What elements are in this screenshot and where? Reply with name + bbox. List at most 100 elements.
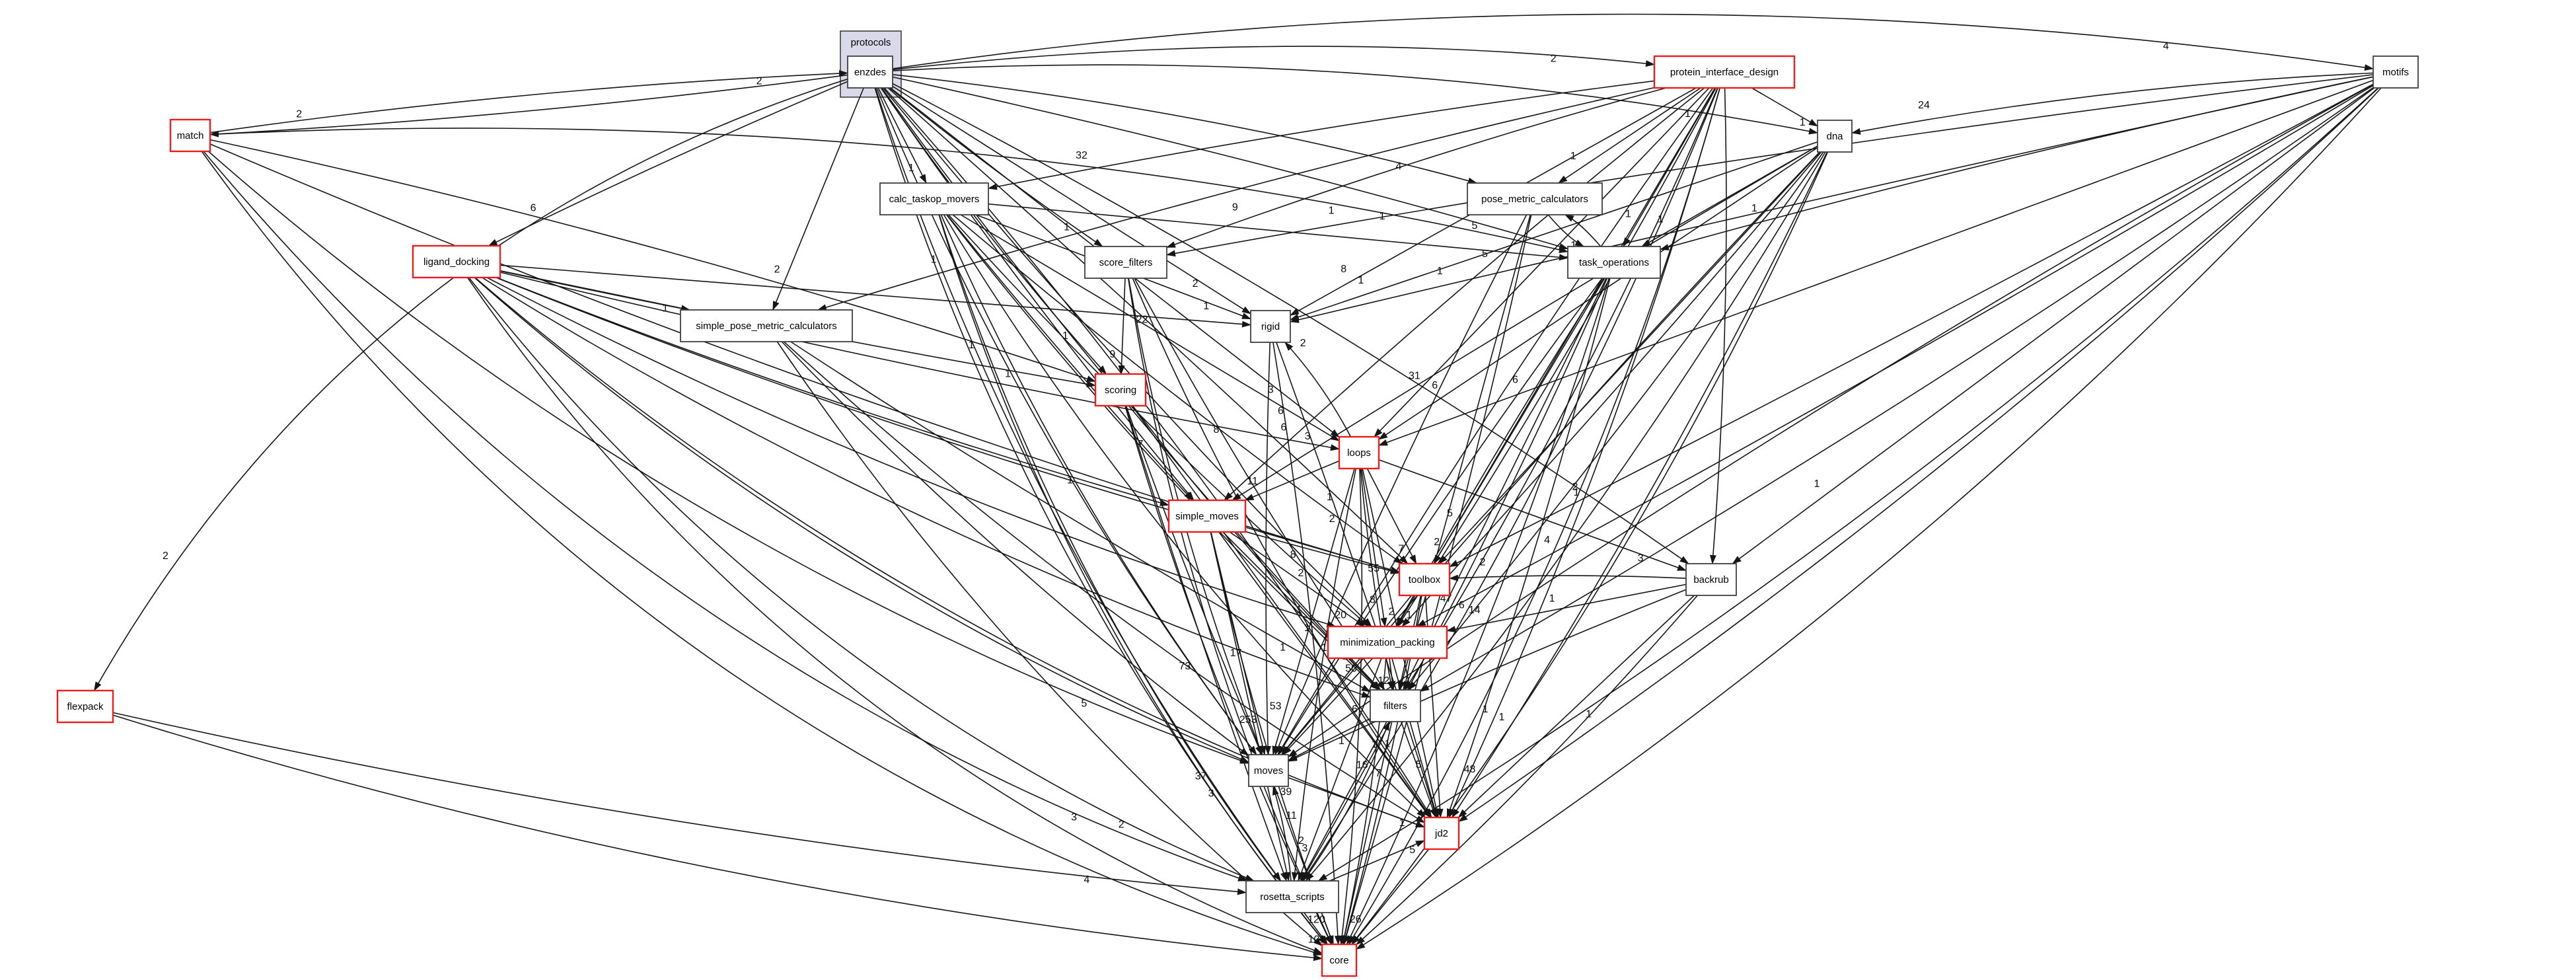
edge-motifs-to-filters <box>1420 87 2374 692</box>
node-motifs[interactable]: motifs <box>2373 56 2419 89</box>
edge-minimization_packing-to-jd2 <box>1391 658 1438 818</box>
node-score_filters[interactable]: score_filters <box>1084 246 1167 279</box>
edge-task_operations-to-moves <box>1278 278 1603 755</box>
node-simple_moves-box[interactable] <box>1167 499 1247 533</box>
node-minimization_packing[interactable]: minimization_packing <box>1327 625 1448 660</box>
edge-count-label: 1 <box>1339 735 1344 747</box>
node-toolbox[interactable]: toolbox <box>1398 562 1451 597</box>
edge-moves-to-jd2 <box>1288 777 1425 828</box>
node-enzdes-box[interactable] <box>847 56 893 89</box>
edge-enzdes-to-flexpack <box>93 78 848 691</box>
edge-calc_taskop_movers-to-toolbox <box>952 214 1403 564</box>
node-flexpack-box[interactable] <box>56 689 114 724</box>
node-rosetta_scripts[interactable]: rosetta_scripts <box>1245 880 1339 913</box>
node-moves[interactable]: moves <box>1248 754 1289 787</box>
edge-count-label: 9 <box>1232 202 1238 213</box>
edge-loops-to-rosetta_scripts <box>1291 468 1357 882</box>
node-rosetta_scripts-label: rosetta_scripts <box>1260 891 1325 903</box>
node-moves-box[interactable] <box>1248 754 1289 787</box>
node-dna[interactable]: dna <box>1817 120 1853 153</box>
edge-jd2-to-core <box>1351 848 1430 945</box>
node-pose_metric_calculators-box[interactable] <box>1467 182 1603 215</box>
edge-count-label: 101 <box>1308 934 1326 946</box>
node-calc_taskop_movers-label: calc_taskop_movers <box>889 194 980 205</box>
node-protein_interface_design-label: protein_interface_design <box>1670 67 1779 78</box>
edge-count-label: 1 <box>1483 704 1489 715</box>
node-filters[interactable]: filters <box>1370 689 1421 722</box>
edge-count-label: 1 <box>969 340 975 351</box>
node-score_filters-box[interactable] <box>1084 246 1167 279</box>
node-match-label: match <box>177 130 204 141</box>
node-filters-box[interactable] <box>1370 689 1421 722</box>
edge-count-label: 3 <box>1208 788 1214 799</box>
node-scoring-label: scoring <box>1105 385 1136 396</box>
edge-protein_interface_design-to-dna <box>1751 87 1818 127</box>
node-match-box[interactable] <box>169 118 211 153</box>
edge-toolbox-to-minimization_packing <box>1396 595 1416 627</box>
node-backrub-box[interactable] <box>1685 563 1737 596</box>
node-task_operations-box[interactable] <box>1567 246 1661 279</box>
edge-count-label: 31 <box>1409 370 1420 381</box>
node-scoring-box[interactable] <box>1094 373 1147 407</box>
edge-ligand_docking-to-loops <box>499 272 1340 451</box>
edge-count-label: 1 <box>1385 739 1391 750</box>
edge-enzdes-to-dna <box>892 64 1818 135</box>
edge-toolbox-to-moves <box>1280 595 1413 755</box>
node-flexpack[interactable]: flexpack <box>56 689 114 724</box>
node-ligand_docking[interactable]: ligand_docking <box>412 245 501 279</box>
edge-protein_interface_design-to-simple_moves <box>1224 87 1705 501</box>
node-motifs-box[interactable] <box>2373 56 2419 89</box>
node-match[interactable]: match <box>169 118 211 153</box>
node-jd2[interactable]: jd2 <box>1423 816 1460 850</box>
node-jd2-box[interactable] <box>1423 816 1460 850</box>
edge-motifs-to-jd2 <box>1458 87 2379 822</box>
edge-count-label: 2 <box>1119 819 1124 831</box>
edge-count-label: 26 <box>1350 914 1362 925</box>
node-calc_taskop_movers[interactable]: calc_taskop_movers <box>879 182 989 215</box>
node-loops[interactable]: loops <box>1338 435 1380 470</box>
node-pose_metric_calculators[interactable]: pose_metric_calculators <box>1467 182 1603 215</box>
node-task_operations[interactable]: task_operations <box>1567 246 1661 279</box>
edge-backrub-to-toolbox <box>1449 574 1687 582</box>
node-dna-box[interactable] <box>1817 120 1853 153</box>
edge-enzdes-to-rigid <box>892 85 1251 315</box>
node-backrub[interactable]: backrub <box>1685 563 1737 596</box>
edge-protein_interface_design-to-score_filters <box>1166 87 1667 248</box>
node-minimization_packing-box[interactable] <box>1327 625 1448 660</box>
edge-match-to-enzdes <box>209 70 848 133</box>
node-simple_pose_metric_calculators-box[interactable] <box>680 309 853 342</box>
node-ligand_docking-box[interactable] <box>412 245 501 279</box>
edge-loops-to-rigid <box>1284 342 1352 437</box>
edge-count-label: 1 <box>1574 487 1580 498</box>
node-rigid-box[interactable] <box>1250 310 1291 343</box>
node-rosetta_scripts-box[interactable] <box>1245 880 1339 913</box>
node-core-box[interactable] <box>1321 943 1358 977</box>
node-core[interactable]: core <box>1321 943 1358 977</box>
edge-moves-to-core <box>1274 786 1334 945</box>
edge-motifs-to-toolbox <box>1449 83 2374 568</box>
node-calc_taskop_movers-box[interactable] <box>879 182 989 215</box>
node-protein_interface_design-box[interactable] <box>1653 55 1796 89</box>
edge-match-to-task_operations <box>209 128 1568 253</box>
node-enzdes[interactable]: enzdes <box>847 56 893 89</box>
node-toolbox-box[interactable] <box>1398 562 1451 597</box>
edge-minimization_packing-to-filters <box>1389 658 1396 691</box>
node-simple_pose_metric_calculators[interactable]: simple_pose_metric_calculators <box>680 309 853 342</box>
node-loops-box[interactable] <box>1338 435 1380 470</box>
edge-count-label: 7 <box>1376 768 1381 779</box>
node-loops-label: loops <box>1347 447 1371 459</box>
node-ligand_docking-label: ligand_docking <box>423 256 490 268</box>
edge-dna-to-filters <box>1408 151 1824 691</box>
node-scoring[interactable]: scoring <box>1094 373 1147 407</box>
edge-count-label: 1 <box>1005 368 1011 379</box>
edge-count-label: 2 <box>1298 568 1304 579</box>
edge-scoring-to-jd2 <box>1131 405 1431 818</box>
node-rigid[interactable]: rigid <box>1250 310 1291 343</box>
node-simple_moves[interactable]: simple_moves <box>1167 499 1247 533</box>
edge-count-label: 8 <box>1214 424 1220 435</box>
edge-minimization_packing-to-rosetta_scripts <box>1298 658 1382 882</box>
edge-simple_pose_metric_calculators-to-core <box>776 341 1323 946</box>
edge-loops-to-moves <box>1272 468 1355 755</box>
node-protein_interface_design[interactable]: protein_interface_design <box>1653 55 1796 89</box>
